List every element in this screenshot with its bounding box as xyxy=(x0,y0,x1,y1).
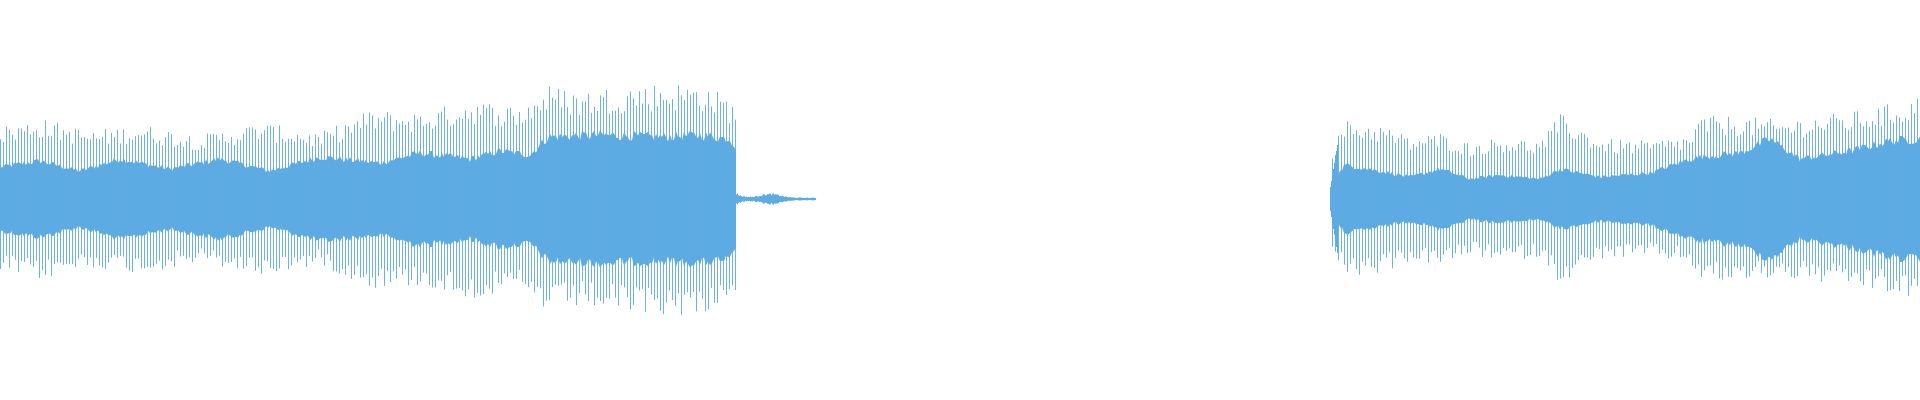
audio-clip-2[interactable] xyxy=(1330,98,1920,296)
audio-tail xyxy=(736,193,816,205)
audio-clip-1[interactable] xyxy=(0,85,736,315)
